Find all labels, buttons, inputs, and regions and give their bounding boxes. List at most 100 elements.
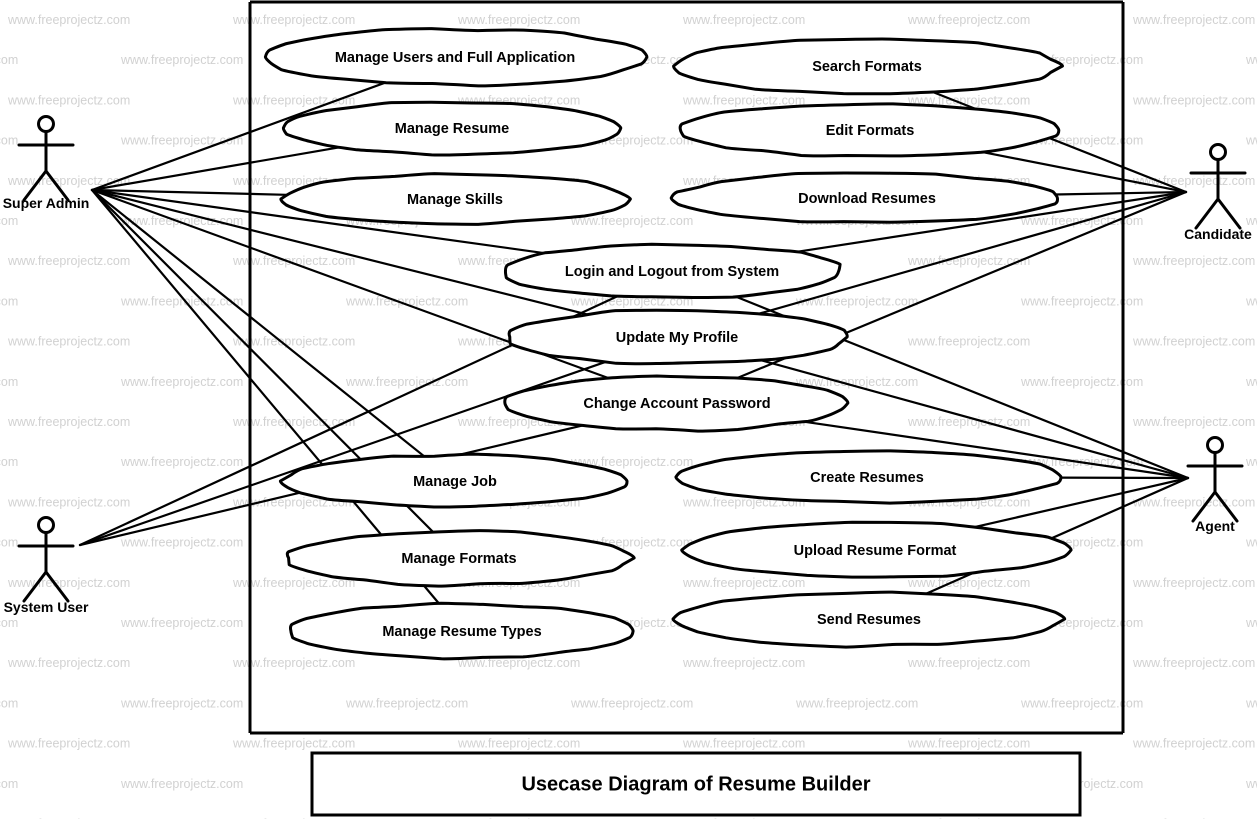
use-case-label: Download Resumes: [798, 191, 936, 207]
use-case-ellipse: [281, 100, 623, 157]
use-case-ellipse: [678, 102, 1061, 158]
association-candidate-to-download-resumes: [1053, 190, 1188, 196]
watermark-text: www.freeprojectz.com: [1245, 777, 1257, 791]
use-case-label: Create Resumes: [810, 470, 924, 486]
watermark-text: www.freeprojectz.com: [907, 576, 1030, 590]
use-case-label: Manage Resume Types: [382, 624, 541, 640]
use-case-change-account-password[interactable]: Change Account Password: [503, 374, 850, 433]
association-super-admin-to-manage-resume: [90, 146, 342, 192]
watermark-text: www.freeprojectz.com: [120, 53, 243, 67]
watermark-text: www.freeprojectz.com: [682, 656, 805, 670]
actor-right-leg-line: [44, 570, 70, 603]
watermark-text: www.freeprojectz.com: [1020, 294, 1143, 308]
watermark-text: www.freeprojectz.com: [7, 254, 130, 268]
actor-right-leg-line: [1213, 490, 1239, 523]
actor-left-leg-line: [22, 169, 48, 202]
watermark-text: www.freeprojectz.com: [7, 335, 130, 349]
use-case-label: Manage Resume: [395, 121, 509, 137]
use-case-manage-resume-types[interactable]: Manage Resume Types: [288, 601, 635, 661]
diagram-title-box: Usecase Diagram of Resume Builder: [310, 751, 1082, 817]
watermark-text: www.freeprojectz.com: [1020, 375, 1143, 389]
actor-right-leg-line: [1216, 197, 1242, 230]
use-case-manage-skills[interactable]: Manage Skills: [279, 172, 632, 226]
watermark-text: www.freeprojectz.com: [120, 777, 243, 791]
use-case-label: Login and Logout from System: [565, 264, 779, 280]
association-agent-to-change-account-password: [800, 420, 1190, 480]
use-case-download-resumes[interactable]: Download Resumes: [669, 171, 1059, 224]
watermark-text: www.freeprojectz.com: [7, 93, 130, 107]
watermark-text: www.freeprojectz.com: [232, 415, 355, 429]
watermark-text: www.freeprojectz.com: [907, 13, 1030, 27]
use-case-ellipse: [507, 308, 849, 366]
use-case-label: Edit Formats: [826, 123, 915, 139]
actor-right-leg-line: [44, 169, 70, 202]
watermark-text: www.freeprojectz.com: [7, 737, 130, 751]
use-case-manage-users-full-application[interactable]: Manage Users and Full Application: [263, 27, 649, 88]
watermark-text: www.freeprojectz.com: [7, 656, 130, 670]
use-case-ellipse: [503, 242, 842, 300]
actor-label: System User: [4, 599, 89, 615]
use-case-ellipse: [674, 449, 1063, 505]
use-case-ellipse: [680, 520, 1073, 579]
use-case-label: Manage Users and Full Application: [335, 50, 575, 66]
watermark-text: www.freeprojectz.com: [1132, 817, 1255, 819]
use-case-ellipse: [278, 452, 629, 509]
watermark-text: www.freeprojectz.com: [457, 817, 580, 819]
diagram-title-text: Usecase Diagram of Resume Builder: [521, 773, 870, 795]
watermark-text: www.freeprojectz.com: [907, 817, 1030, 819]
use-case-manage-job[interactable]: Manage Job: [278, 452, 629, 509]
watermark-text: www.freeprojectz.com: [232, 576, 355, 590]
use-case-manage-resume[interactable]: Manage Resume: [281, 100, 623, 157]
use-case-label: Upload Resume Format: [794, 543, 957, 559]
watermark-text: www.freeprojectz.com: [345, 375, 468, 389]
actor-head-icon: [37, 516, 55, 534]
watermark-text: www.freeprojectz.com: [570, 696, 693, 710]
system-boundary: [248, 0, 1125, 735]
use-case-create-resumes[interactable]: Create Resumes: [674, 449, 1063, 505]
watermark-text: www.freeprojectz.com: [7, 576, 130, 590]
use-case-ellipse: [672, 37, 1064, 96]
watermark-text: www.freeprojectz.com: [907, 93, 1030, 107]
title-box-rect: [310, 751, 1082, 817]
actor-system-user[interactable]: System User: [4, 516, 89, 616]
use-case-upload-resume-format[interactable]: Upload Resume Format: [680, 520, 1073, 579]
use-case-manage-formats[interactable]: Manage Formats: [285, 529, 636, 588]
association-super-admin-to-manage-skills: [90, 188, 288, 196]
watermark-text: www.freeprojectz.com: [457, 656, 580, 670]
watermark-text: www.freeprojectz.com: [0, 134, 18, 148]
watermark-text: www.freeprojectz.com: [232, 817, 355, 819]
actor-label: Super Admin: [3, 195, 90, 211]
use-case-update-my-profile[interactable]: Update My Profile: [507, 308, 849, 366]
watermark-text: www.freeprojectz.com: [570, 455, 693, 469]
watermark-text: www.freeprojectz.com: [1132, 415, 1255, 429]
association-super-admin-to-login-and-logout-from-system: [90, 188, 547, 255]
association-super-admin-to-update-my-profile: [90, 188, 589, 316]
use-case-edit-formats[interactable]: Edit Formats: [678, 102, 1061, 158]
actor-label: Candidate: [1184, 226, 1252, 242]
watermark-text: www.freeprojectz.com: [0, 536, 18, 550]
use-case-login-and-logout-from-system[interactable]: Login and Logout from System: [503, 242, 842, 300]
use-case-send-resumes[interactable]: Send Resumes: [671, 590, 1067, 649]
use-case-search-formats[interactable]: Search Formats: [672, 37, 1064, 96]
use-case-ellipse: [285, 529, 636, 588]
use-case-group: Manage Users and Full Application Search …: [263, 27, 1073, 661]
watermark-text: www.freeprojectz.com: [0, 777, 18, 791]
watermark-text: www.freeprojectz.com: [1245, 53, 1257, 67]
watermark-text: www.freeprojectz.com: [1245, 375, 1257, 389]
use-case-label: Update My Profile: [616, 330, 738, 346]
association-candidate-to-update-my-profile: [757, 190, 1188, 315]
watermark-text: www.freeprojectz.com: [907, 656, 1030, 670]
actor-agent[interactable]: Agent: [1186, 436, 1244, 535]
actor-head-icon: [37, 115, 55, 133]
actor-super-admin[interactable]: Super Admin: [3, 115, 90, 212]
association-candidate-to-edit-formats: [976, 150, 1188, 194]
watermark-text: www.freeprojectz.com: [907, 254, 1030, 268]
actor-candidate[interactable]: Candidate: [1184, 143, 1252, 243]
watermark-text: www.freeprojectz.com: [7, 495, 130, 509]
watermark-text: www.freeprojectz.com: [0, 375, 18, 389]
watermark-text: www.freeprojectz.com: [795, 696, 918, 710]
watermark-text: www.freeprojectz.com: [1245, 294, 1257, 308]
watermark-text: www.freeprojectz.com: [1132, 737, 1255, 751]
